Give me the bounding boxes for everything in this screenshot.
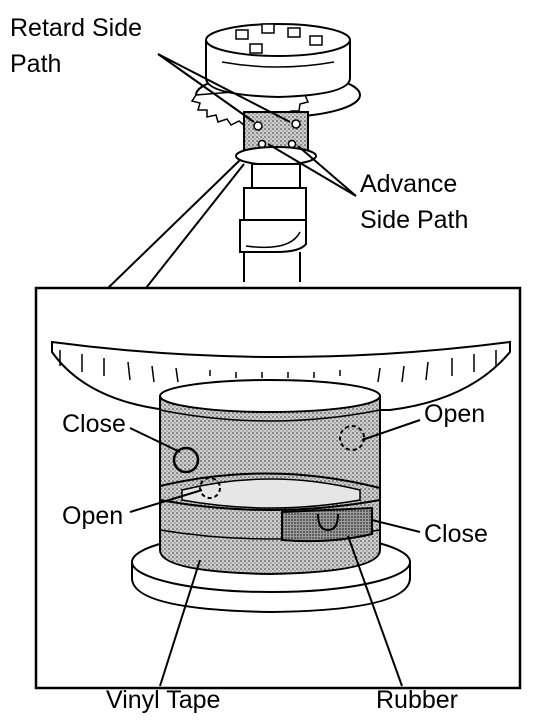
leader-close-right [371, 519, 421, 533]
label-advance-side-path-2: Side Path [360, 206, 468, 234]
label-open-left: Open [62, 502, 123, 530]
camshaft-journal [243, 111, 309, 153]
label-close-left: Close [62, 410, 126, 438]
camshaft-assembly [190, 23, 361, 282]
vvt-housing [205, 23, 351, 99]
leader-open-left [129, 489, 203, 513]
camshaft-shaft [239, 163, 307, 282]
label-close-right: Close [424, 520, 488, 548]
retard-side-path-leaders [157, 53, 291, 123]
label-advance-side-path-1: Advance [360, 170, 457, 198]
label-retard-side-path-2: Path [10, 50, 61, 78]
leader-rubber [347, 535, 403, 687]
leader-open-right [361, 419, 421, 441]
zoom-leader-lines [107, 159, 245, 289]
rubber-patch [281, 506, 373, 543]
oil-hole-open-left [199, 477, 221, 499]
detail-leader-lines [129, 419, 421, 687]
advance-side-path-leaders [267, 143, 357, 197]
detail-journal-cylinder [159, 379, 381, 576]
leader-close-left [129, 427, 181, 453]
label-rubber: Rubber [376, 686, 458, 714]
label-open-right: Open [424, 400, 485, 428]
leader-vinyl-tape [159, 559, 201, 687]
oil-hole-open-right [339, 425, 365, 451]
label-retard-side-path-1: Retard Side [10, 14, 142, 42]
detail-journal-assembly [51, 340, 511, 614]
label-vinyl-tape: Vinyl Tape [106, 686, 220, 714]
oil-hole-close-left [172, 446, 200, 474]
